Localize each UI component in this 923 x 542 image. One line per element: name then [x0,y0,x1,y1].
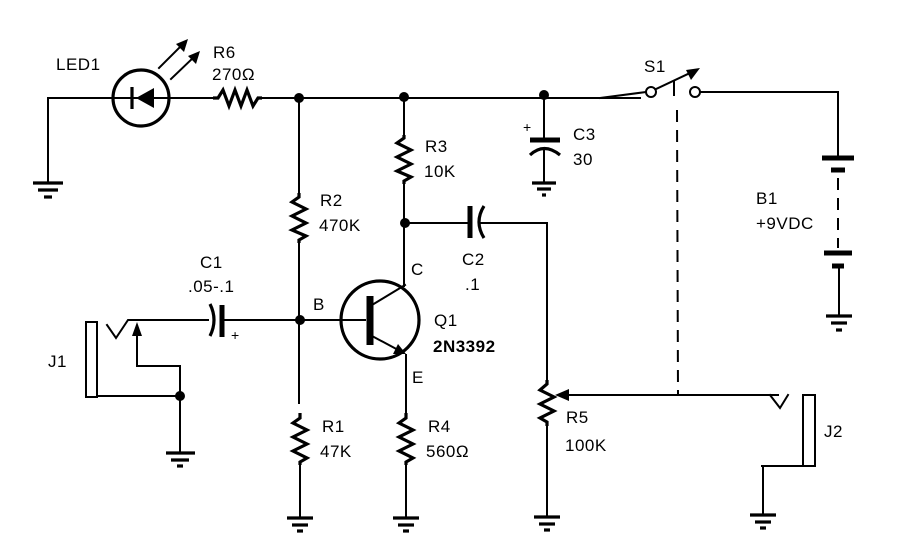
r4-ref: R4 [428,417,451,436]
c3-ref: C3 [573,125,596,144]
c3-polarity: + [523,119,532,135]
j1-ref: J1 [48,352,67,371]
c2-capacitor [404,205,548,381]
r2-ref: R2 [320,191,343,210]
r5-wiper [555,389,779,401]
c1-polarity: + [231,327,240,343]
j2-ref: J2 [824,422,843,441]
r1-resistor [289,413,311,465]
r5-value: 100K [565,436,607,455]
ground-r1 [287,464,313,533]
c1-capacitor [134,303,300,337]
b1-battery [822,155,854,332]
r2-value: 470K [319,216,361,235]
r5-ref: R5 [566,408,589,427]
q1-pin-b: B [313,295,325,314]
r6-value: 270Ω [212,65,255,84]
b1-ref: B1 [756,189,778,208]
wire-top-rail [47,91,839,159]
q1-transistor [298,257,421,419]
r6-resistor [213,85,262,111]
r1-ref: R1 [322,417,345,436]
r3-ref: R3 [425,137,448,156]
ground-led [33,97,63,199]
r5-potentiometer [536,380,558,426]
led1-label: LED1 [56,55,101,74]
s1-switch [598,68,701,100]
q1-ref: Q1 [434,311,458,330]
r6-ref: R6 [213,43,236,62]
q1-pin-e: E [412,368,424,387]
q1-value: 2N3392 [433,337,496,356]
r4-value: 560Ω [426,442,469,461]
j1-jack [85,319,195,468]
s1-ref: S1 [644,57,666,76]
r3-value: 10K [424,162,456,181]
r3-resistor [393,135,415,184]
r2-resistor [288,193,310,243]
ground-r4 [393,464,419,533]
s1-gang-link [676,109,679,396]
c1-value: .05-.1 [188,277,234,296]
q1-pin-c: C [411,260,424,279]
r1-value: 47K [320,442,352,461]
c2-value: .1 [465,275,480,294]
b1-value: +9VDC [756,214,814,233]
c3-value: 30 [573,150,593,169]
c3-capacitor [528,94,562,197]
c2-ref: C2 [462,250,485,269]
r4-resistor [395,413,417,465]
c1-ref: C1 [200,253,223,272]
led1-symbol [111,39,200,128]
j2-jack [750,393,816,530]
ground-r5 [534,425,560,532]
